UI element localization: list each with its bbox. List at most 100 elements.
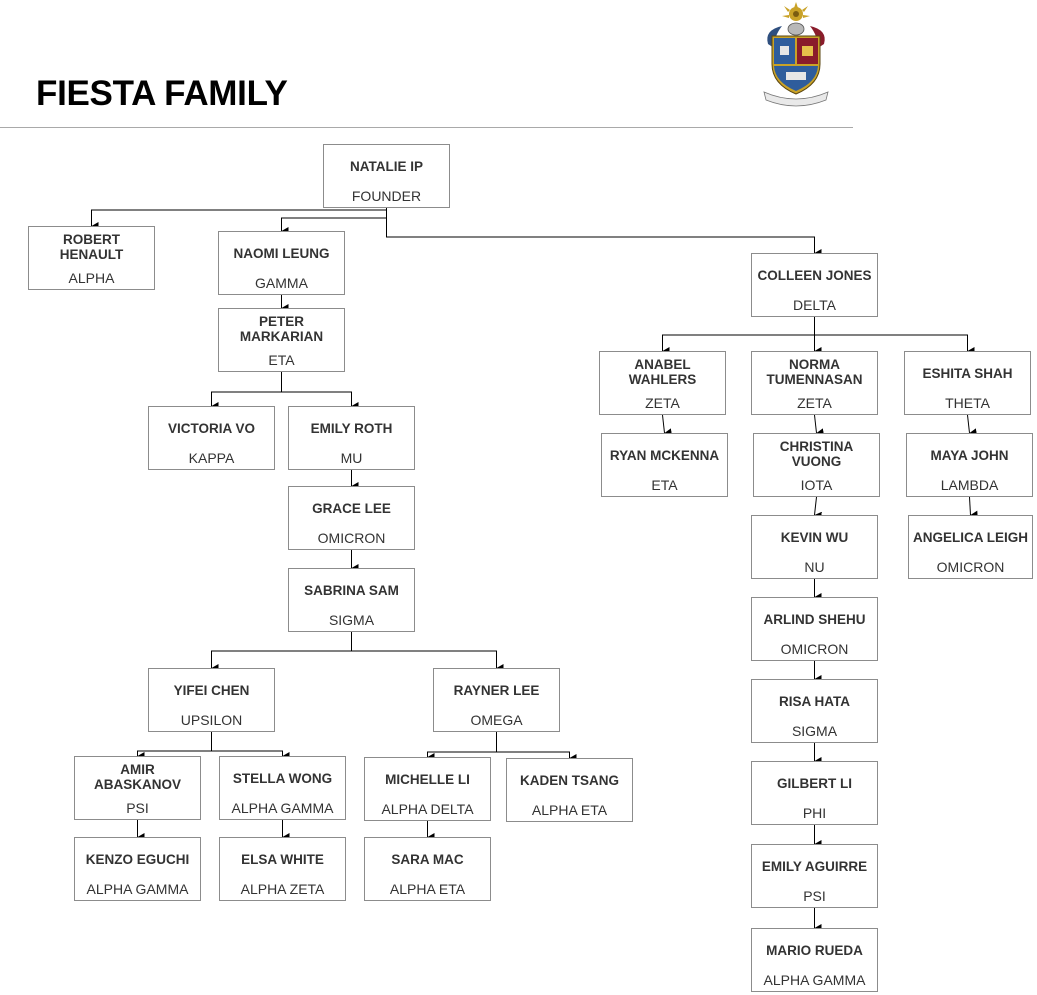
member-name: GILBERT LI [777, 776, 852, 791]
connector-peter-victoria [211, 372, 282, 410]
member-box-emilyroth: EMILY ROTH MU [288, 406, 415, 470]
member-letter: ALPHA ZETA [240, 881, 325, 897]
connector-natalie-robert [91, 208, 387, 230]
member-box-sabrina: SABRINA SAM SIGMA [288, 568, 415, 632]
member-box-naomi: NAOMI LEUNG GAMMA [218, 231, 345, 295]
connector-anabel-ryan [662, 414, 672, 437]
connector-colleen-anabel [662, 317, 815, 355]
member-name: CHRISTINA VUONG [779, 439, 854, 469]
member-name: MARIO RUEDA [766, 943, 863, 958]
member-box-ryan: RYAN MCKENNA ETA [601, 433, 728, 497]
connector-sabrina-yifei [211, 632, 352, 672]
member-letter: PHI [802, 805, 827, 821]
member-name: RISA HATA [779, 694, 850, 709]
member-letter: IOTA [800, 477, 833, 493]
member-box-robert: ROBERT HENAULT ALPHA [28, 226, 155, 290]
member-name: PETER MARKARIAN [239, 314, 324, 344]
member-name: SARA MAC [391, 852, 464, 867]
member-box-eshita: ESHITA SHAH THETA [904, 351, 1031, 415]
member-letter: ZETA [645, 395, 680, 411]
member-letter: PSI [803, 888, 826, 904]
member-name: ANGELICA LEIGH [912, 530, 1028, 545]
member-name: GRACE LEE [312, 501, 391, 516]
member-letter: NU [804, 559, 825, 575]
member-name: ELSA WHITE [241, 852, 324, 867]
member-name: COLLEEN JONES [757, 268, 872, 283]
member-name: ARLIND SHEHU [763, 612, 866, 627]
member-box-arlind: ARLIND SHEHU OMICRON [751, 597, 878, 661]
member-name: ESHITA SHAH [922, 366, 1013, 381]
member-letter: THETA [945, 395, 990, 411]
member-box-gilbert: GILBERT LI PHI [751, 761, 878, 825]
member-letter: ALPHA DELTA [381, 801, 474, 817]
member-name: YIFEI CHEN [173, 683, 250, 698]
member-box-peter: PETER MARKARIAN ETA [218, 308, 345, 372]
member-name: KENZO EGUCHI [85, 852, 190, 867]
member-box-emilyaguirre: EMILY AGUIRRE PSI [751, 844, 878, 908]
member-name: EMILY AGUIRRE [761, 859, 868, 874]
member-letter: ALPHA GAMMA [231, 800, 334, 816]
member-name: STELLA WONG [232, 771, 333, 786]
connector-natalie-naomi [281, 208, 387, 235]
member-letter: ZETA [797, 395, 832, 411]
member-box-victoria: VICTORIA VO KAPPA [148, 406, 275, 470]
member-letter: ALPHA ETA [389, 881, 466, 897]
member-name: RYAN MCKENNA [609, 448, 720, 463]
member-letter: LAMBDA [940, 477, 999, 493]
member-box-maya: MAYA JOHN LAMBDA [906, 433, 1033, 497]
member-name: NAOMI LEUNG [233, 246, 330, 261]
member-letter: ALPHA [68, 270, 115, 286]
member-name: VICTORIA VO [167, 421, 255, 436]
member-letter: ETA [651, 477, 678, 493]
member-name: KEVIN WU [780, 530, 849, 545]
member-box-angelica: ANGELICA LEIGH OMICRON [908, 515, 1033, 579]
member-box-stella: STELLA WONG ALPHA GAMMA [219, 756, 346, 820]
member-box-kenzo: KENZO EGUCHI ALPHA GAMMA [74, 837, 201, 901]
member-letter: OMEGA [470, 712, 523, 728]
member-box-christina: CHRISTINA VUONG IOTA [753, 433, 880, 497]
connector-norma-christina [814, 414, 824, 437]
member-letter: ALPHA ETA [531, 802, 608, 818]
member-letter: DELTA [792, 297, 837, 313]
member-name: AMIR ABASKANOV [93, 762, 181, 792]
member-box-mario: MARIO RUEDA ALPHA GAMMA [751, 928, 878, 992]
connector-rayner-kaden [496, 732, 577, 762]
connector-colleen-eshita [814, 317, 975, 355]
header-divider [0, 127, 853, 128]
member-name: NATALIE IP [350, 159, 423, 174]
member-letter: ALPHA GAMMA [86, 881, 189, 897]
member-box-colleen: COLLEEN JONES DELTA [751, 253, 878, 317]
member-name: MAYA JOHN [930, 448, 1009, 463]
crest-icon [763, 2, 829, 107]
member-box-kaden: KADEN TSANG ALPHA ETA [506, 758, 633, 822]
member-letter: OMICRON [780, 641, 849, 657]
member-letter: GAMMA [255, 275, 308, 291]
member-name: ROBERT HENAULT [59, 232, 124, 262]
member-name: ANABEL WAHLERS [628, 357, 697, 387]
connector-maya-angelica [969, 496, 978, 519]
member-box-elsa: ELSA WHITE ALPHA ZETA [219, 837, 346, 901]
member-name: KADEN TSANG [519, 773, 619, 788]
member-letter: KAPPA [188, 450, 235, 466]
member-letter: SIGMA [328, 612, 375, 628]
connector-sabrina-rayner [351, 632, 504, 672]
member-letter: ALPHA GAMMA [763, 972, 866, 988]
member-letter: ETA [268, 352, 295, 368]
member-box-anabel: ANABEL WAHLERS ZETA [599, 351, 726, 415]
connector-christina-kevin [814, 496, 822, 520]
connector-yifei-amir [137, 732, 212, 760]
member-name: EMILY ROTH [310, 421, 393, 436]
connector-natalie-colleen [386, 208, 822, 257]
member-letter: OMICRON [936, 559, 1005, 575]
member-letter: MU [340, 450, 363, 466]
connector-yifei-stella [211, 732, 290, 760]
member-box-kevin: KEVIN WU NU [751, 515, 878, 579]
member-box-sara: SARA MAC ALPHA ETA [364, 837, 491, 901]
member-name: SABRINA SAM [304, 583, 399, 598]
connector-rayner-michelle [427, 732, 497, 761]
